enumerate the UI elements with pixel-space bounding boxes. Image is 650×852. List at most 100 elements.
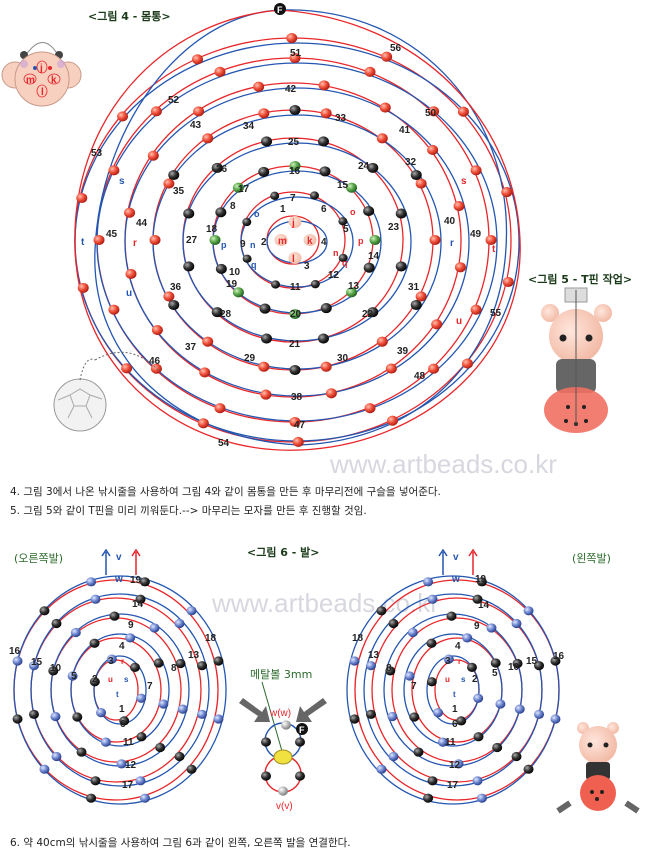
thread-blue — [403, 633, 503, 747]
bottom-thread-label: v(v) — [276, 801, 293, 812]
bead-number-label: 51 — [290, 48, 302, 59]
red-bead — [286, 32, 298, 44]
blue-bead — [186, 606, 197, 616]
black-bead — [456, 716, 467, 726]
red-bead — [502, 276, 514, 288]
thread-letter-label: p — [358, 236, 364, 246]
thread-blue — [30, 593, 210, 787]
black-bead — [258, 166, 270, 177]
black-bead — [338, 217, 348, 226]
bead-number-label: 41 — [399, 125, 411, 136]
gray-bead — [278, 786, 288, 796]
bead-number-label: 12 — [328, 270, 340, 281]
thread-letter-label: t — [453, 690, 456, 699]
face-bead — [274, 234, 288, 246]
bead-number-label: 35 — [173, 186, 185, 197]
left-foot-number-label: 8 — [386, 663, 392, 674]
black-bead — [363, 206, 375, 217]
red-bead — [214, 66, 226, 77]
metal-ball-label: 메탈볼 3mm — [250, 668, 312, 681]
right-foot-number-label: 5 — [71, 671, 77, 682]
red-bead — [258, 108, 270, 119]
black-bead — [446, 611, 457, 621]
face-bead — [288, 252, 302, 264]
left-foot-number-label: 5 — [492, 668, 498, 679]
black-bead — [76, 747, 87, 757]
thread-blue — [346, 575, 560, 805]
marker-label: F — [299, 725, 305, 735]
metal-ball — [273, 749, 293, 765]
red-bead — [289, 52, 301, 64]
blue-bead — [514, 704, 525, 714]
blue-bead — [67, 671, 78, 681]
bead-number-label: 49 — [470, 229, 482, 240]
right-foot-number-label: 11 — [123, 737, 134, 748]
blue-bead — [550, 714, 561, 724]
black-bead — [349, 714, 360, 724]
black-bead — [48, 666, 59, 676]
bear-figure — [556, 722, 640, 814]
arrow-red-icon — [468, 548, 478, 575]
thread-letter-label: s — [461, 675, 466, 684]
thread-letter-label: r — [121, 657, 124, 666]
black-bead — [295, 737, 305, 747]
bead-number-label: 38 — [291, 392, 303, 403]
red-bead — [427, 144, 439, 156]
bead-number-label: 50 — [425, 108, 437, 119]
black-bead — [385, 666, 396, 676]
bead-number-label: 18 — [206, 224, 218, 235]
blue-bead — [139, 793, 150, 803]
black-bead — [261, 333, 273, 344]
left-foot-number-label: 1 — [452, 704, 458, 715]
black-bead — [168, 169, 180, 181]
blue-bead — [125, 633, 136, 643]
red-bead — [197, 418, 209, 429]
black-bead — [215, 207, 227, 218]
right-foot-number-label: 15 — [31, 657, 43, 668]
red-bead — [431, 319, 443, 330]
red-bead — [501, 187, 513, 198]
black-bead — [476, 577, 487, 587]
bead-number-label: 24 — [358, 161, 370, 172]
red-bead — [193, 106, 205, 117]
black-bead — [271, 280, 281, 289]
bead-number-label: 23 — [388, 222, 400, 233]
black-bead — [363, 262, 375, 273]
black-bead — [367, 162, 379, 173]
left-foot-number-label: 12 — [449, 760, 461, 771]
red-bead — [428, 106, 440, 117]
red-bead — [320, 361, 332, 372]
red-bead — [415, 291, 427, 302]
blue-bead — [100, 737, 111, 747]
start-marker-label: F — [277, 5, 283, 15]
gray-bead — [281, 720, 291, 730]
bead-number-label: 30 — [337, 353, 349, 364]
left-foot-number-label: 16 — [553, 651, 565, 662]
black-bead — [388, 618, 399, 629]
bead-number-label: 6 — [321, 204, 327, 215]
left-foot-number-label: 14 — [478, 600, 490, 611]
thread-letter-label: o — [254, 209, 260, 219]
black-bead — [413, 747, 424, 757]
red-bead — [151, 324, 163, 336]
right-foot-label: (오른쪽발) — [14, 552, 63, 565]
black-bead — [395, 261, 407, 272]
red-bead — [415, 178, 427, 189]
right-foot-number-label: 16 — [9, 646, 21, 657]
blue-bead — [472, 776, 483, 786]
black-bead — [523, 764, 534, 774]
black-bead — [129, 662, 140, 672]
thread-blue — [70, 633, 170, 747]
face-label-j: j — [39, 63, 43, 74]
thread-letter-label: t — [116, 690, 119, 699]
bead-number-label: 7 — [290, 193, 296, 204]
bead-number-label: 53 — [91, 148, 103, 159]
black-bead — [310, 280, 320, 289]
face-bead — [288, 216, 302, 228]
thread-blue — [94, 9, 508, 446]
bead-number-label: 39 — [397, 346, 409, 357]
black-bead — [511, 751, 522, 762]
black-bead — [259, 303, 271, 314]
bead-number-label: 17 — [238, 184, 250, 195]
black-bead — [155, 742, 166, 753]
